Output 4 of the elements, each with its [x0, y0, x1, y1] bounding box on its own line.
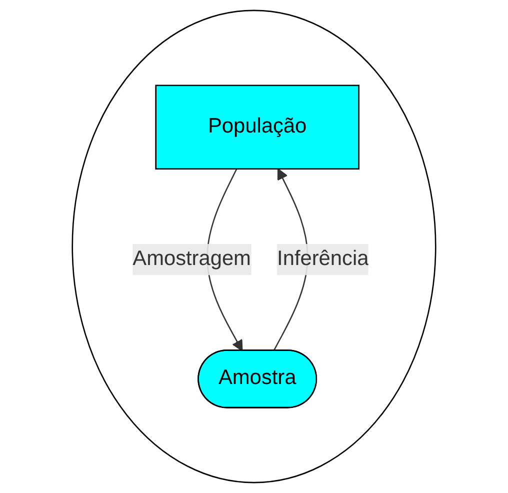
node-box: População	[155, 84, 360, 170]
cluster	[72, 10, 436, 484]
edge-label: Inferência	[277, 248, 369, 270]
edge-label: Amostragem	[132, 248, 251, 270]
